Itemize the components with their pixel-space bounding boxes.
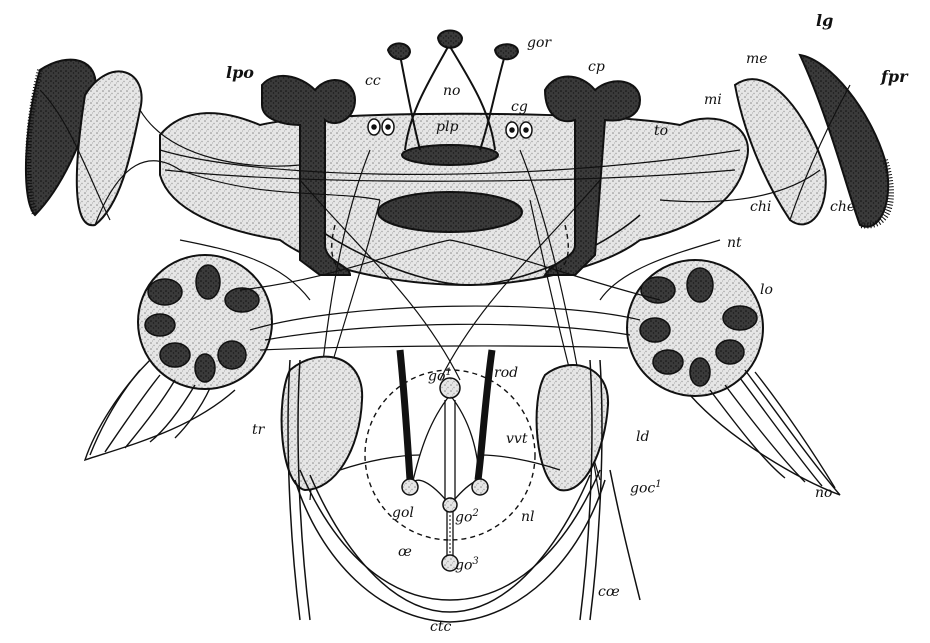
label-cp: cp	[588, 59, 605, 75]
label-ctc: ctc	[430, 619, 452, 635]
label-chi: chi	[750, 199, 772, 215]
label-cg: cg	[511, 99, 528, 115]
right-retina	[798, 53, 894, 229]
left-mushroom-body	[261, 74, 357, 276]
label-goc1-text: goc	[630, 480, 656, 497]
label-goc1-sup: 1	[655, 479, 662, 490]
right-tritocerebrum	[535, 364, 610, 492]
label-to: to	[654, 123, 669, 139]
label-fpr: fpr	[881, 67, 908, 86]
left-tritocerebrum	[280, 355, 364, 492]
right-mushroom-body	[543, 75, 642, 276]
label-gol: gol	[392, 505, 414, 521]
label-no: no	[443, 83, 461, 99]
label-nl: nl	[521, 509, 535, 525]
central-body	[377, 144, 523, 233]
label-go2-text: go	[455, 509, 473, 526]
dashed-outlines	[331, 224, 569, 541]
left-antennal-nerve	[83, 359, 236, 462]
label-go1-text: go	[428, 368, 446, 385]
label-me: me	[746, 51, 768, 67]
left-outer-medulla	[75, 70, 143, 227]
right-antennal-lobe	[626, 259, 764, 397]
label-lg: lg	[816, 11, 834, 30]
label-go2: go2	[455, 507, 479, 525]
label-lo: lo	[760, 282, 773, 298]
circumoesophageal-connectives	[287, 359, 641, 623]
label-nt: nt	[727, 235, 742, 251]
label-ld: ld	[636, 429, 650, 445]
label-no-lower: no	[815, 485, 833, 501]
label-gor: gor	[527, 35, 552, 51]
label-oe: œ	[398, 544, 412, 560]
label-lpo: lpo	[226, 63, 254, 82]
left-antennal-lobe	[137, 254, 273, 390]
ocelli	[386, 29, 520, 61]
label-go1-sup: 1	[445, 367, 452, 378]
label-vvt: vvt	[506, 431, 528, 447]
label-go2-sup: 2	[472, 508, 479, 519]
corpora-cardiaca	[367, 118, 533, 139]
frontal-ganglion-system	[339, 349, 561, 572]
label-go1: go1	[428, 366, 452, 384]
right-antennal-nerve	[689, 369, 841, 496]
label-tr: tr	[252, 422, 265, 438]
label-cc: cc	[365, 73, 381, 89]
label-go3-text: go	[455, 557, 473, 574]
label-go3-sup: 3	[472, 556, 479, 567]
left-retina	[24, 58, 97, 217]
label-coe: cœ	[598, 584, 620, 600]
label-goc1: goc1	[630, 478, 662, 496]
right-outer-medulla	[733, 78, 827, 226]
label-che: che	[830, 199, 856, 215]
label-rod: rod	[494, 365, 519, 381]
label-plp: plp	[436, 119, 459, 135]
label-mi: mi	[704, 92, 722, 108]
ocellar-nerves	[399, 44, 506, 151]
label-go3: go3	[455, 555, 479, 573]
